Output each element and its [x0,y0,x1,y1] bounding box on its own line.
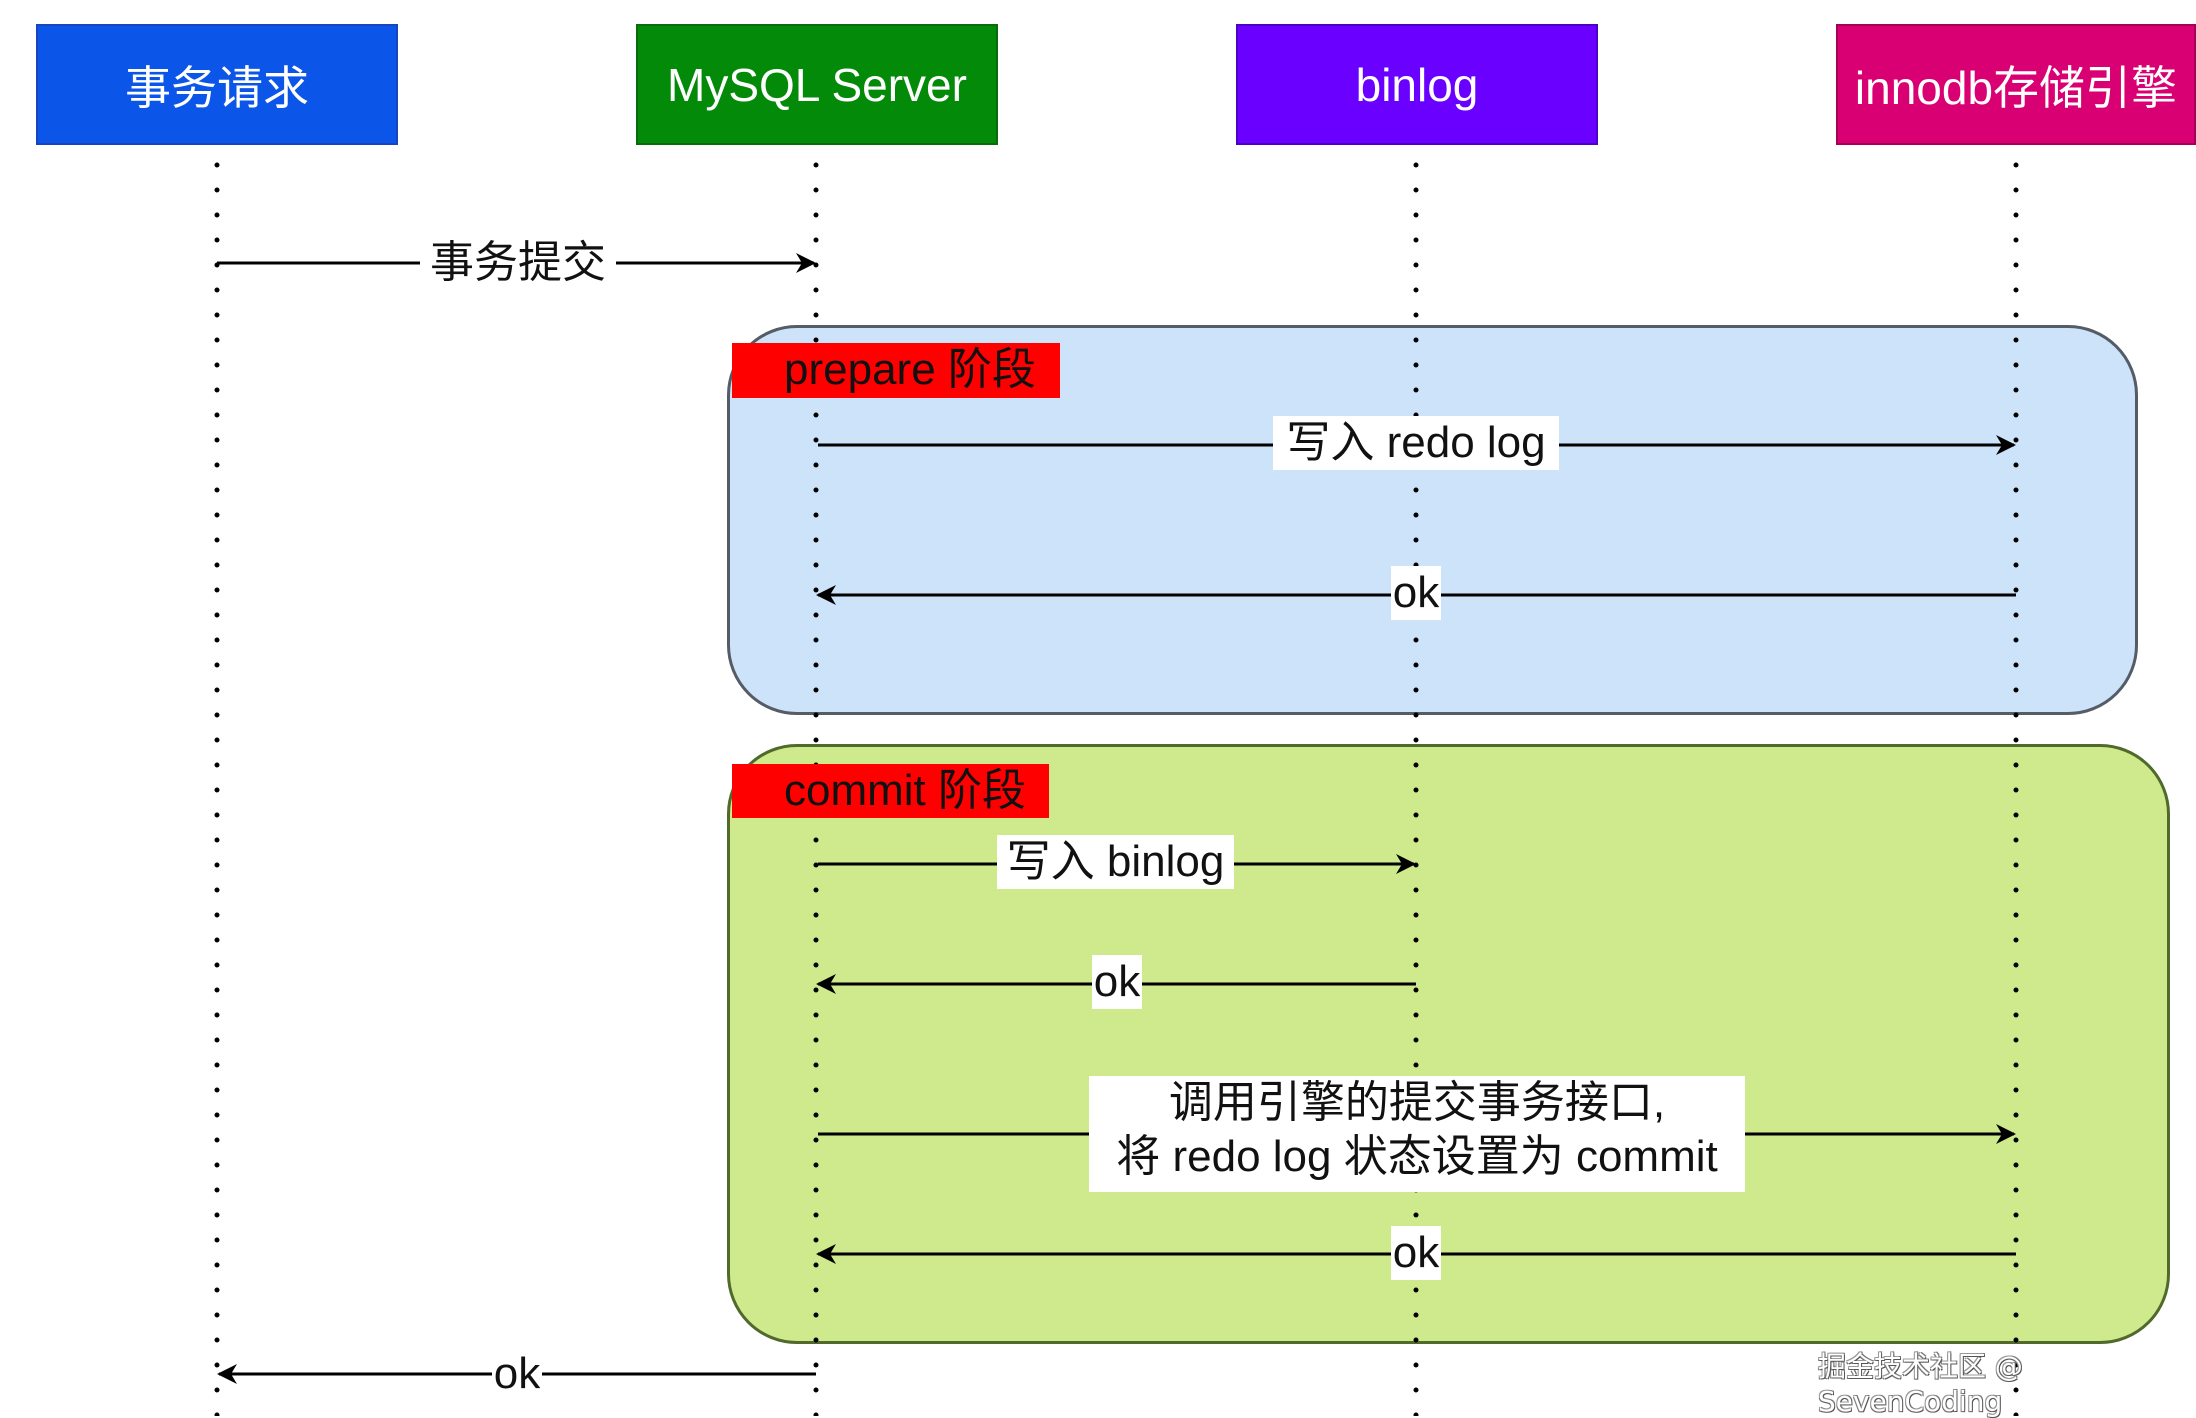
message-label-line-2: 将 redo log 状态设置为 commit [1116,1132,1718,1181]
message-label-final-ok: ok [492,1347,542,1401]
message-label-write-redo-log: 写入 redo log [1273,416,1559,470]
message-label-redo-ok: ok [1391,566,1441,620]
message-label-engine-commit: 调用引擎的提交事务接口, 将 redo log 状态设置为 commit [1089,1076,1745,1192]
participant-innodb: innodb存储引擎 [1836,24,2196,145]
participant-transaction-request: 事务请求 [36,24,398,145]
commit-phase-label: commit 阶段 [732,764,1049,818]
message-label-line-1: 调用引擎的提交事务接口, [1168,1078,1666,1127]
participant-binlog: binlog [1236,24,1598,145]
participant-label: MySQL Server [667,58,967,111]
prepare-phase-label: prepare 阶段 [732,343,1060,398]
message-label-commit-request: 事务提交 [420,236,616,290]
participant-label: innodb存储引擎 [1854,61,2178,114]
participant-label: 事务请求 [125,61,309,114]
participant-mysql-server: MySQL Server [636,24,998,145]
participant-label: binlog [1355,58,1479,111]
commit-phase-box [727,744,2170,1344]
message-label-binlog-ok: ok [1092,955,1142,1009]
watermark: 掘金技术社区 @ SevenCoding [1818,1350,2023,1418]
message-label-engine-ok: ok [1391,1226,1441,1280]
message-label-write-binlog: 写入 binlog [997,835,1234,889]
